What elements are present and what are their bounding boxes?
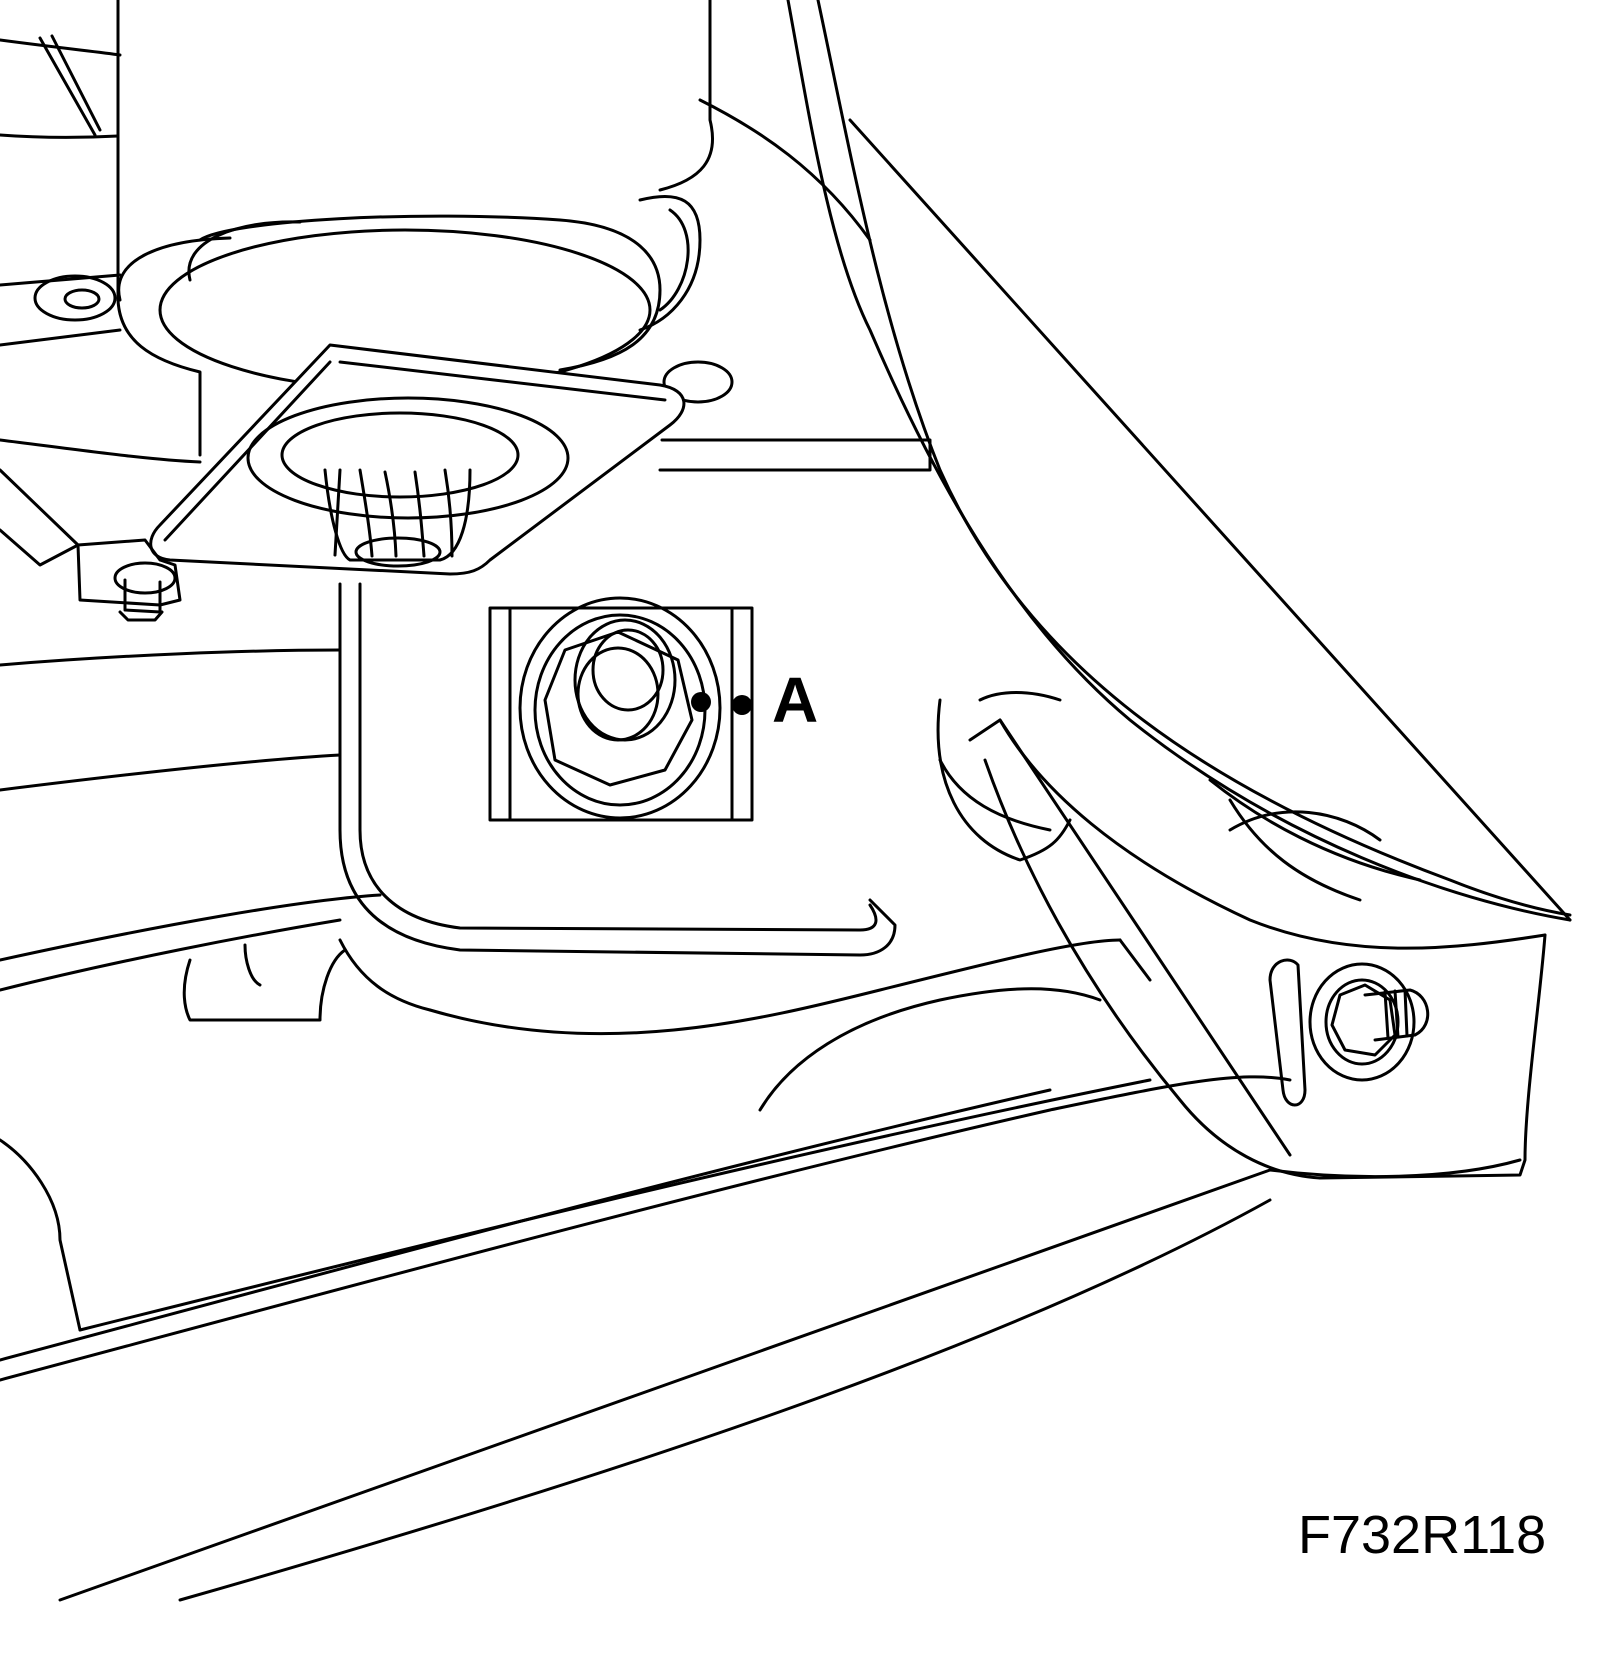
wheel-drum [936, 698, 1382, 862]
nut-a-assembly [488, 596, 754, 822]
upper-mount-plate [149, 343, 686, 576]
figure-id: F732R118 [1298, 1505, 1547, 1565]
arm-bolt [1268, 958, 1430, 1107]
callout-label-a: A [772, 664, 819, 736]
trailing-arm [938, 718, 1547, 1180]
wheel-arch [698, 0, 1572, 922]
strut-housing [116, 0, 734, 457]
left-bracket-nut [0, 438, 202, 622]
subframe [0, 648, 1522, 1602]
upper-body-panel [0, 34, 122, 347]
lower-bracket [338, 438, 1062, 957]
